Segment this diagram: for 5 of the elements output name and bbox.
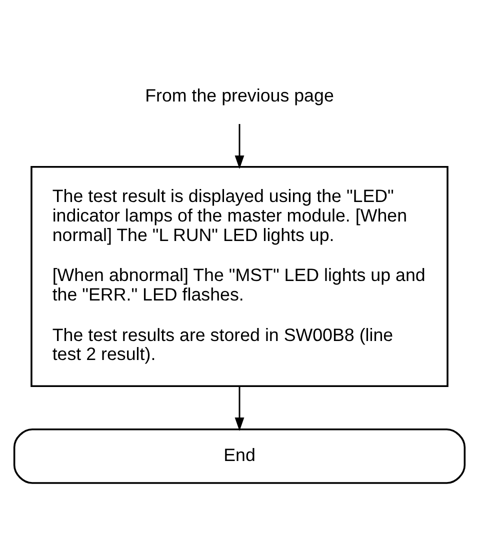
node-box: The test result is displayed using the "LED" indicator lamps of the master module. [When normal] The "L RUN" LED lights up. [When abnormal] The "MST" LED lights up and the "ERR." LED flashes. The test results are stored in SW00B8 (line test 2 result). [30,166,448,386]
node-text: From the previous page [145,84,334,105]
node-box: End [13,428,466,484]
arrow [234,386,244,430]
arrow [234,124,244,168]
